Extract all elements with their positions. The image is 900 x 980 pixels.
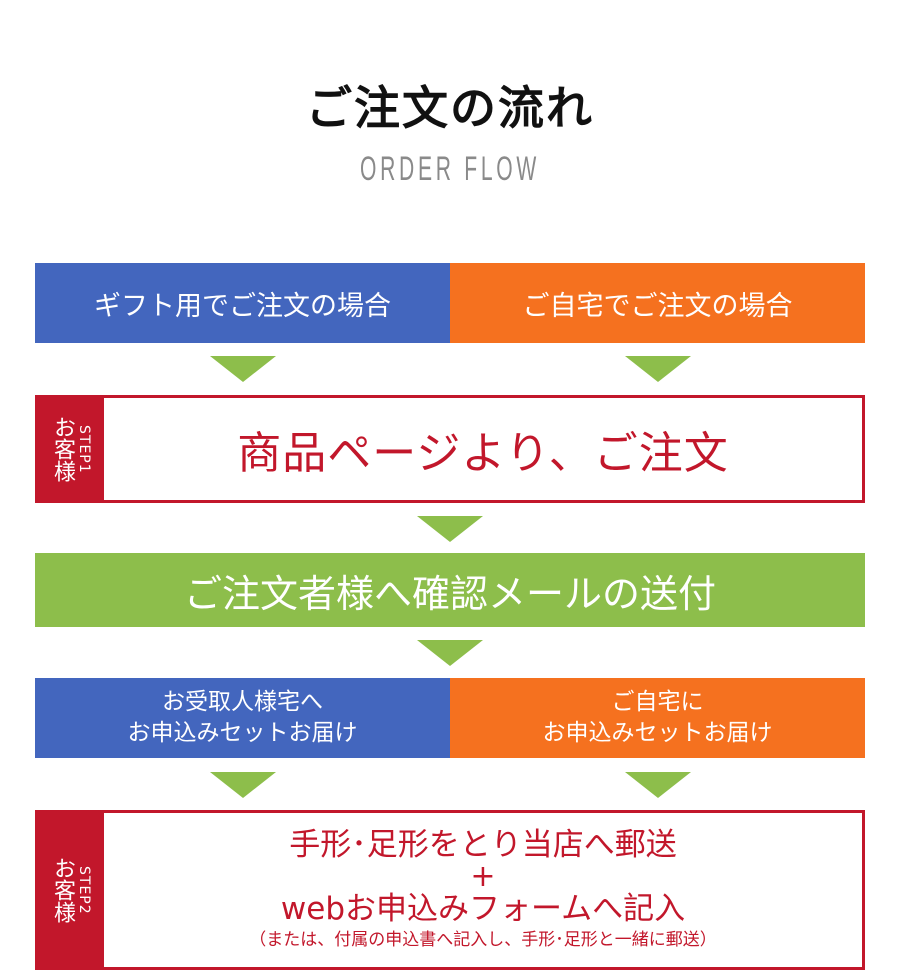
step1-body: 商品ページより、ご注文 [104, 398, 862, 500]
step2-label: お客様 STEP2 [38, 813, 104, 967]
gift-delivery-line1: お受取人様宅へ [162, 689, 323, 715]
step2-body: 手形･足形をとり当店へ郵送 + webお申込みフォームへ記入 （または、付属の申… [104, 813, 862, 967]
step1-actor: お客様 [50, 416, 75, 482]
gift-delivery-box: お受取人様宅へ お申込みセットお届け [35, 678, 450, 758]
step1-text: 商品ページより、ご注文 [237, 428, 729, 479]
step2-number: STEP2 [76, 865, 92, 915]
step1-label: お客様 STEP1 [38, 398, 104, 500]
step2-line1: 手形･足形をとり当店へ郵送 [289, 827, 677, 863]
page-title: ご注文の流れ [306, 81, 594, 135]
arrow-down-icon [417, 640, 483, 666]
step2-line2: webお申込みフォームへ記入 [280, 891, 686, 927]
page-subtitle: ORDER FLOW [359, 150, 541, 188]
arrow-down-icon [417, 516, 483, 542]
gift-delivery-line2: お申込みセットお届け [127, 720, 358, 746]
step1-number: STEP1 [76, 424, 92, 474]
arrow-down-icon [210, 356, 276, 382]
home-delivery-box: ご自宅に お申込みセットお届け [450, 678, 865, 758]
gift-order-box: ギフト用でご注文の場合 [35, 263, 450, 343]
home-delivery-line1: ご自宅に [611, 689, 704, 715]
arrow-down-icon [625, 356, 691, 382]
step2-box: お客様 STEP2 手形･足形をとり当店へ郵送 + webお申込みフォームへ記入… [35, 810, 865, 970]
arrow-down-icon [625, 772, 691, 798]
step1-box: お客様 STEP1 商品ページより、ご注文 [35, 395, 865, 503]
step2-plus: + [470, 859, 496, 894]
step2-note: （または、付属の申込書へ記入し、手形･足形と一緒に郵送） [249, 930, 717, 950]
confirmation-mail-box: ご注文者様へ確認メールの送付 [35, 553, 865, 627]
home-order-box: ご自宅でご注文の場合 [450, 263, 865, 343]
step2-actor: お客様 [50, 857, 75, 923]
home-delivery-line2: お申込みセットお届け [542, 720, 773, 746]
arrow-down-icon [210, 772, 276, 798]
